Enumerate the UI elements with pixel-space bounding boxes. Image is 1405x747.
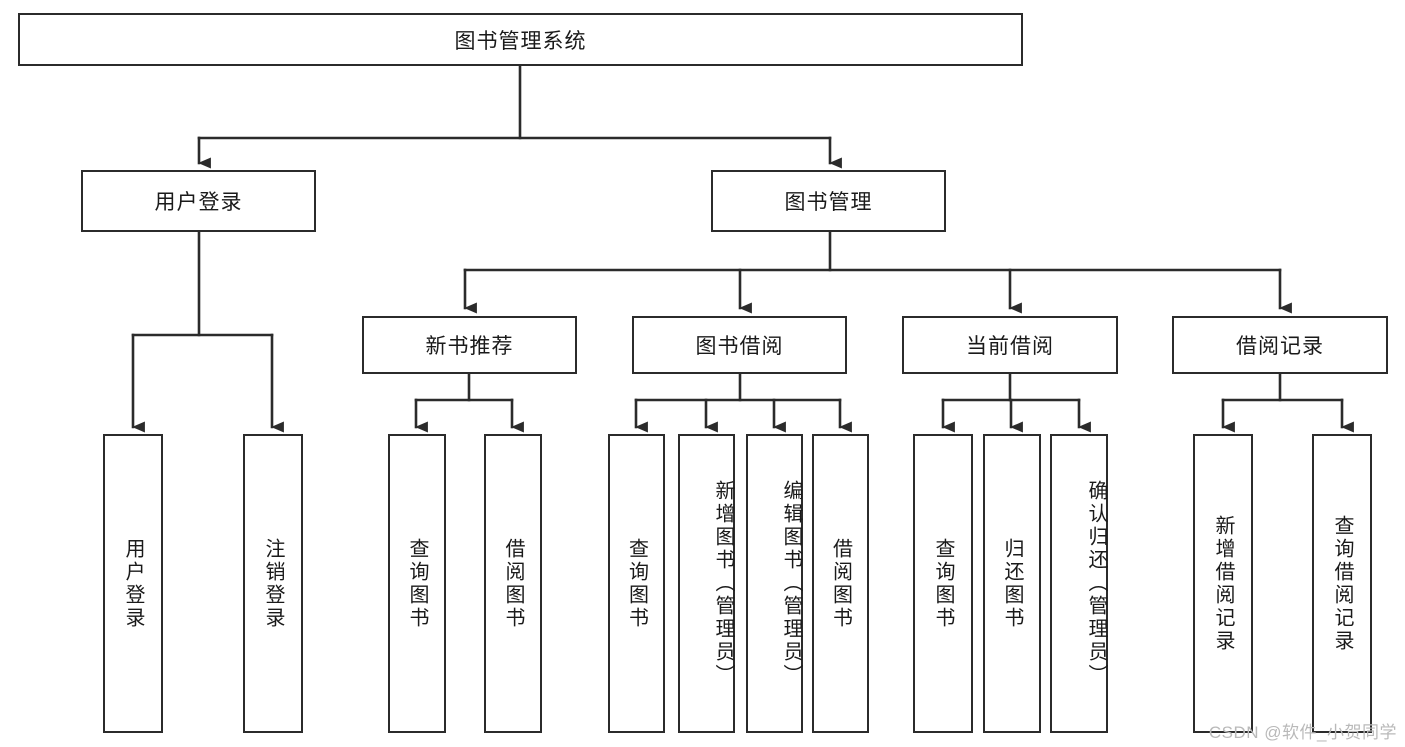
leaf-logout-label: 注销登录: [262, 537, 284, 630]
node-book-borrow[interactable]: 图书借阅: [632, 316, 847, 374]
node-new-book-recommend[interactable]: 新书推荐: [362, 316, 577, 374]
node-root-label: 图书管理系统: [454, 29, 587, 53]
leaf-query-book-2[interactable]: 查询图书: [608, 434, 665, 733]
leaf-add-record-label: 新增借阅记录: [1212, 514, 1234, 653]
leaf-confirm-return[interactable]: 确认归还（管理员）: [1050, 434, 1108, 733]
node-new-book-recommend-label: 新书推荐: [425, 335, 514, 358]
node-borrow-record[interactable]: 借阅记录: [1172, 316, 1388, 374]
leaf-edit-book-label: 编辑图书（管理员）: [780, 480, 802, 687]
leaf-user-login-label: 用户登录: [122, 537, 144, 630]
node-current-borrow-label: 当前借阅: [966, 335, 1054, 358]
leaf-add-record[interactable]: 新增借阅记录: [1193, 434, 1253, 733]
leaf-add-book-label: 新增图书（管理员）: [712, 480, 734, 687]
leaf-borrow-book-1[interactable]: 借阅图书: [484, 434, 542, 733]
leaf-query-book-1[interactable]: 查询图书: [388, 434, 446, 733]
node-user-login-label: 用户登录: [154, 191, 243, 214]
leaf-borrow-book-1-label: 借阅图书: [502, 537, 524, 630]
leaf-add-book[interactable]: 新增图书（管理员）: [678, 434, 735, 733]
node-borrow-record-label: 借阅记录: [1236, 335, 1324, 358]
node-book-management[interactable]: 图书管理: [711, 170, 946, 232]
leaf-borrow-book-2[interactable]: 借阅图书: [812, 434, 869, 733]
node-root[interactable]: 图书管理系统: [18, 13, 1023, 66]
leaf-borrow-book-2-label: 借阅图书: [829, 537, 852, 630]
leaf-edit-book[interactable]: 编辑图书（管理员）: [746, 434, 803, 733]
leaf-query-book-1-label: 查询图书: [406, 537, 428, 630]
node-current-borrow[interactable]: 当前借阅: [902, 316, 1118, 374]
node-book-management-label: 图书管理: [784, 191, 873, 214]
leaf-return-book[interactable]: 归还图书: [983, 434, 1041, 733]
leaf-logout[interactable]: 注销登录: [243, 434, 303, 733]
node-book-borrow-label: 图书借阅: [695, 335, 784, 358]
leaf-query-record-label: 查询借阅记录: [1331, 514, 1353, 653]
leaf-user-login[interactable]: 用户登录: [103, 434, 163, 733]
leaf-query-book-3[interactable]: 查询图书: [913, 434, 973, 733]
leaf-query-book-3-label: 查询图书: [932, 537, 954, 630]
node-user-login[interactable]: 用户登录: [81, 170, 316, 232]
leaf-query-record[interactable]: 查询借阅记录: [1312, 434, 1372, 733]
leaf-return-book-label: 归还图书: [1001, 537, 1023, 630]
watermark-text: CSDN @软件_小贺同学: [1208, 723, 1397, 742]
leaf-query-book-2-label: 查询图书: [625, 537, 648, 630]
leaf-confirm-return-label: 确认归还（管理员）: [1085, 480, 1107, 687]
